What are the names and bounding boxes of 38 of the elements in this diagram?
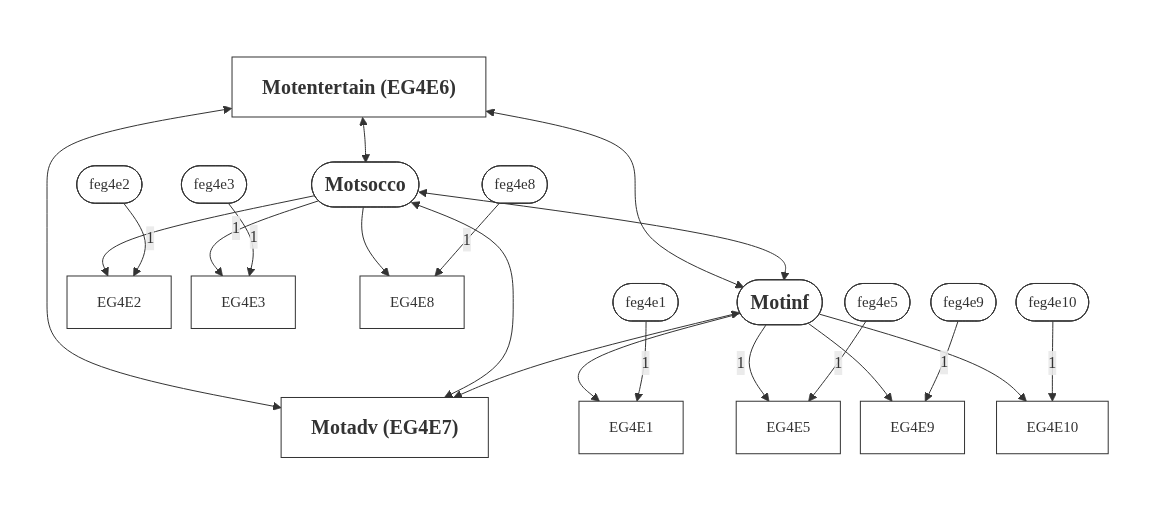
- arrow: [46, 105, 282, 411]
- arrow: [808, 322, 893, 402]
- edge-label: 1: [232, 218, 241, 236]
- arrow: [819, 313, 1028, 402]
- node-box: EG4E5: [736, 400, 842, 454]
- arrow: [418, 188, 790, 281]
- node-box: EG4E10: [996, 400, 1110, 454]
- edge-label: 1: [1048, 353, 1057, 371]
- arrow: [486, 108, 745, 289]
- node-box: EG4E9: [860, 400, 966, 454]
- node-box: EG4E8: [359, 275, 466, 329]
- edge-label: 1: [463, 230, 472, 248]
- arrow: [359, 116, 371, 163]
- arrow: [925, 320, 959, 402]
- arrow: [578, 312, 742, 402]
- arrow: [411, 201, 515, 398]
- arrow: [808, 320, 867, 402]
- arrow: [435, 202, 500, 277]
- arrow: [361, 206, 390, 277]
- arrow: [1048, 320, 1058, 402]
- arrow: [749, 324, 770, 402]
- edge-label: 1: [737, 353, 746, 371]
- edge-label: 1: [250, 227, 259, 245]
- node-box: EG4E1: [578, 400, 685, 454]
- arrow: [123, 203, 147, 277]
- arrow: [453, 310, 741, 399]
- edge-label: 1: [940, 353, 949, 371]
- arrow: [101, 194, 316, 277]
- arrow: [210, 200, 320, 277]
- arrow: [634, 320, 647, 402]
- node-box: Motadv (EG4E7): [281, 396, 490, 458]
- node-box: Motentertain (EG4E6): [231, 56, 487, 118]
- edge-label: 1: [834, 353, 843, 371]
- node-box: EG4E2: [66, 275, 173, 329]
- node-box: EG4E3: [191, 275, 297, 329]
- edge-label: 1: [146, 229, 155, 247]
- edge-label: 1: [641, 353, 650, 371]
- arrow: [228, 203, 256, 277]
